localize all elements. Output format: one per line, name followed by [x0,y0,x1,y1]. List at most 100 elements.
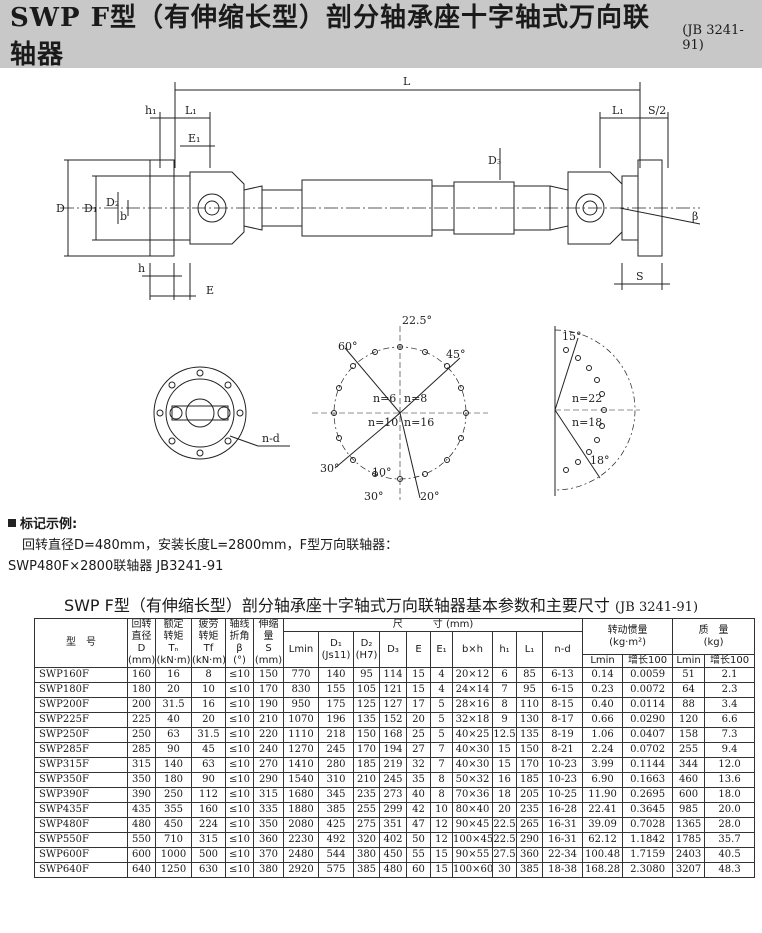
th-inertia-inc100: 增长100 [622,654,674,668]
table-cell: 2.24 [582,742,624,758]
th-inertia: 转动惯量(kg·m²) [582,618,674,655]
table-cell: 9.4 [704,742,756,758]
table-cell: 360 [516,847,543,863]
table-cell: 250 [127,727,156,743]
th-mass: 质 量(kg) [672,618,756,655]
table-cell: 35.7 [704,832,756,848]
table-cell: 62.12 [582,832,624,848]
table-cell: 385 [353,862,380,878]
table-cell: ≤10 [225,757,254,773]
table-cell: 255 [672,742,706,758]
table-cell: 135 [353,712,380,728]
table-cell: 1000 [155,847,192,863]
th-l1: L₁ [516,631,543,668]
table-cell: 15 [406,682,431,698]
table-cell: 185 [353,757,380,773]
table-cell: 0.2695 [622,787,674,803]
table-cell: 24×14 [452,682,493,698]
table-cell: 480 [379,862,407,878]
table-cell: 30 [492,862,517,878]
th-d2: D₂(H7) [353,631,380,668]
table-cell: 2920 [283,862,319,878]
table-cell: 0.3645 [622,802,674,818]
table-cell: 40 [155,712,192,728]
table-cell: 63 [191,757,226,773]
label-h: h [138,262,145,275]
label-L1-right: L₁ [612,104,624,117]
table-cell: 114 [379,667,407,683]
table-cell: 0.0114 [622,697,674,713]
table-cell: 5 [430,727,453,743]
table-cell: 385 [318,802,354,818]
table-cell: 985 [672,802,706,818]
table-cell: 7 [430,757,453,773]
table-cell: 90 [191,772,226,788]
table-cell: ≤10 [225,682,254,698]
table-cell: 2.1 [704,667,756,683]
table-cell: 140 [318,667,354,683]
table-cell: 9 [492,712,517,728]
table-cell: 20 [155,682,192,698]
table-cell: 0.1663 [622,772,674,788]
label-angle-18: 18° [590,454,610,467]
table-cell: 3207 [672,862,706,878]
label-angle-30a: 30° [320,462,340,475]
label-E1: E₁ [188,132,200,145]
table-cell: 235 [516,802,543,818]
th-e1: E₁ [430,631,453,668]
table-cell: 600 [672,787,706,803]
cell-model: SWP160F [34,667,128,683]
table-cell: 32×18 [452,712,493,728]
table-cell: 1.1842 [622,832,674,848]
table-cell: 1270 [283,742,319,758]
table-cell: 22.5 [492,832,517,848]
table-cell: ≤10 [225,817,254,833]
flange-end-view [153,366,247,460]
table-cell: 250 [155,787,192,803]
table-cell: 225 [127,712,156,728]
table-cell: 12 [430,817,453,833]
label-nd: n-d [262,432,280,445]
cell-model: SWP600F [34,847,128,863]
table-cell: 8-15 [541,697,584,713]
cell-model: SWP225F [34,712,128,728]
table-cell: ≤10 [225,742,254,758]
table-cell: 273 [379,787,407,803]
table-cell: 55 [406,847,431,863]
table-cell: 351 [379,817,407,833]
table-cell: ≤10 [225,832,254,848]
table-cell: 1880 [283,802,319,818]
table-cell: 1110 [283,727,319,743]
table-cell: 7 [430,742,453,758]
table-cell: 280 [318,757,354,773]
table-cell: 2.3080 [622,862,674,878]
th-nd: n-d [541,631,584,668]
label-angle-22-5: 22.5° [402,314,432,327]
cell-model: SWP285F [34,742,128,758]
table-cell: 315 [191,832,226,848]
table-cell: 25 [406,727,431,743]
label-E: E [206,284,214,297]
th-inertia-lmin: Lmin [582,654,624,668]
table-cell: 127 [379,697,407,713]
label-n18: n=18 [572,416,602,429]
table-cell: 20 [406,712,431,728]
table-cell: 380 [253,862,284,878]
table-cell: 158 [672,727,706,743]
table-cell: 31.5 [155,697,192,713]
left-yoke [189,171,245,245]
table-cell: 385 [516,862,543,878]
table-cell: 40×30 [452,757,493,773]
table-cell: 15 [406,667,431,683]
table-cell: 0.7028 [622,817,674,833]
table-title: SWP F型（有伸缩长型）剖分轴承座十字轴式万向联轴器基本参数和主要尺寸 (JB… [63,596,699,615]
table-cell: 170 [253,682,284,698]
table-cell: 10-23 [541,757,584,773]
table-cell: 344 [672,757,706,773]
